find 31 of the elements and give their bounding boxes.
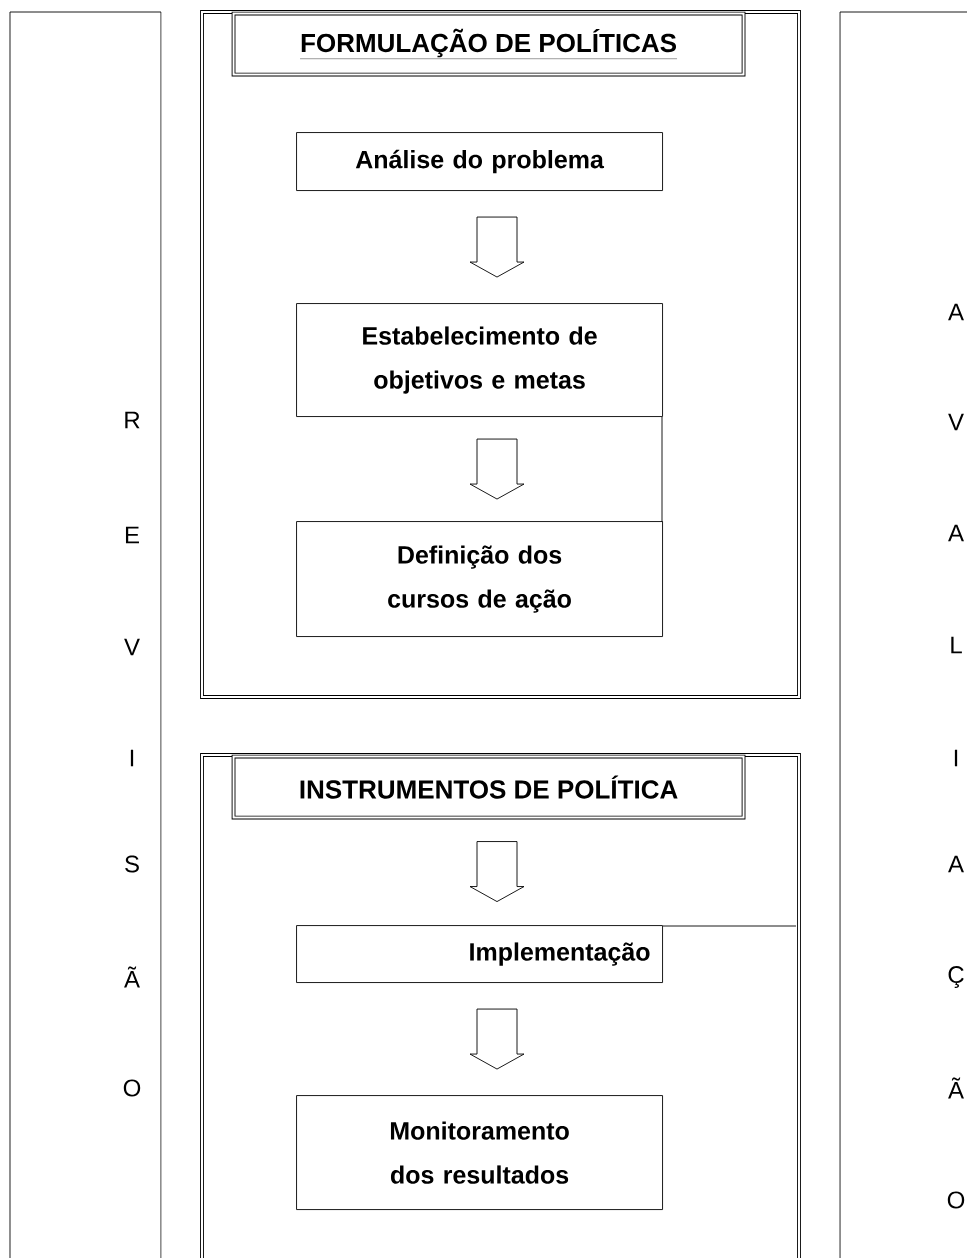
letter: V xyxy=(948,413,964,431)
title-box: INSTRUMENTOS DE POLÍTICA xyxy=(231,754,746,820)
frame-box xyxy=(200,753,801,1258)
block-arrow xyxy=(469,1008,525,1070)
frame-box xyxy=(200,10,801,699)
letter: Ã xyxy=(124,966,140,988)
process-box: Monitoramento dos resultados xyxy=(296,1095,663,1210)
letter: R xyxy=(125,411,140,429)
side-column xyxy=(839,11,967,1258)
letter: E xyxy=(125,526,139,544)
letter: O xyxy=(947,1191,965,1209)
block-arrow xyxy=(469,438,525,500)
letter: A xyxy=(948,303,964,321)
letter: V xyxy=(124,638,140,656)
letter: A xyxy=(948,855,964,873)
block-arrow xyxy=(469,216,525,278)
process-box: Implementação xyxy=(296,925,663,983)
letter: O xyxy=(123,1079,141,1097)
block-arrow xyxy=(469,841,525,902)
letter: L xyxy=(951,636,962,654)
letter: S xyxy=(125,855,139,873)
letter: Ã xyxy=(948,1077,964,1099)
letter: Ç xyxy=(948,966,964,988)
letter: A xyxy=(948,524,964,542)
side-column xyxy=(9,11,162,1258)
process-box: Análise do problema xyxy=(296,132,663,191)
process-box: Definição dos cursos de ação xyxy=(296,521,663,637)
title-box: FORMULAÇÃO DE POLÍTICAS xyxy=(231,11,746,77)
process-box: Estabelecimento de objetivos e metas xyxy=(296,303,663,417)
letter: I xyxy=(130,749,134,767)
letter: I xyxy=(954,749,958,767)
